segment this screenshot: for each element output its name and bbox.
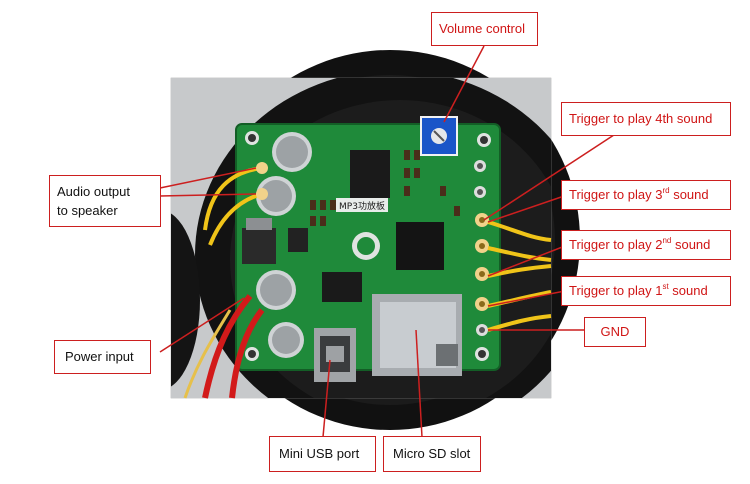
- label-mini-usb: Mini USB port: [279, 446, 360, 461]
- callout-trigger-2: Trigger to play 2nd sound: [561, 230, 731, 260]
- label-volume-control: Volume control: [439, 21, 525, 36]
- callout-trigger-3: Trigger to play 3rd sound: [561, 180, 731, 210]
- label-trigger-1-sup: st: [662, 281, 669, 291]
- leader-lines: [159, 45, 621, 438]
- label-trigger-2-post: sound: [671, 237, 711, 252]
- label-power-input: Power input: [65, 349, 134, 364]
- trigger-pads: [474, 160, 489, 336]
- callout-power-input: Power input: [54, 340, 151, 374]
- callout-audio-output: Audio output to speaker: [49, 175, 161, 227]
- label-trigger-2-pre: Trigger to play 2: [569, 237, 663, 252]
- label-trigger-1-post: sound: [668, 283, 708, 298]
- silkscreen-label: MP3功放板: [339, 200, 385, 212]
- label-gnd: GND: [600, 324, 630, 339]
- callout-trigger-1: Trigger to play 1st sound: [561, 276, 731, 306]
- label-trigger-3-sup: rd: [662, 185, 670, 195]
- callout-gnd: GND: [584, 317, 646, 347]
- callout-trigger-4: Trigger to play 4th sound: [561, 102, 731, 136]
- speaker-wires: [203, 166, 263, 246]
- chip-small: [322, 272, 362, 302]
- label-trigger-4: Trigger to play 4th sound: [569, 111, 713, 126]
- label-audio-output-line2: to speaker: [57, 203, 118, 218]
- callout-micro-sd: Micro SD slot: [383, 436, 481, 472]
- label-trigger-1-pre: Trigger to play 1: [569, 283, 663, 298]
- voltage-regulator: [242, 228, 276, 264]
- label-trigger-3-post: sound: [669, 187, 709, 202]
- capacitor: [256, 132, 312, 358]
- label-trigger-3-pre: Trigger to play 3: [569, 187, 663, 202]
- chip-amplifier: [350, 150, 390, 198]
- label-micro-sd: Micro SD slot: [393, 446, 471, 461]
- label-audio-output-line1: Audio output: [57, 184, 131, 199]
- trigger-wires: [487, 220, 552, 332]
- power-wires: [202, 294, 265, 399]
- callout-mini-usb: Mini USB port: [269, 436, 376, 472]
- label-trigger-2-sup: nd: [662, 235, 672, 245]
- chip-mp3-decoder: [396, 222, 444, 270]
- callout-volume-control: Volume control: [431, 12, 538, 46]
